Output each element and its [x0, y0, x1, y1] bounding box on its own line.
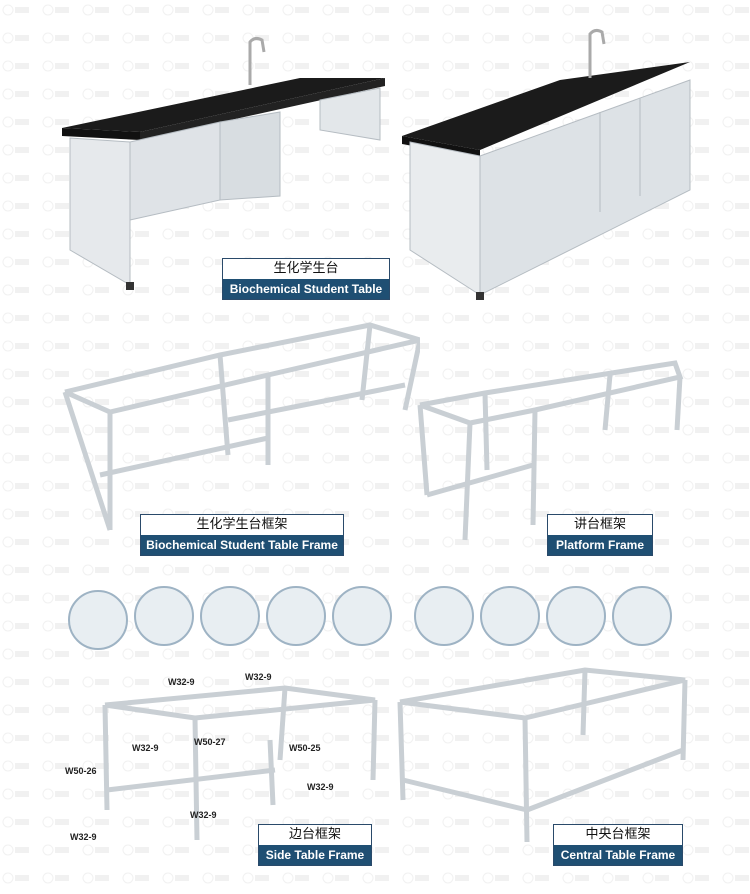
joint-detail-circle [134, 586, 194, 646]
joint-detail-circle [414, 586, 474, 646]
caption-biochemical-student-table: 生化学生台 Biochemical Student Table [222, 258, 390, 300]
caption-zh: 讲台框架 [573, 517, 626, 532]
side-frame-illustration [102, 685, 378, 841]
joint-detail-circle [332, 586, 392, 646]
dimension-label: W50-26 [65, 766, 97, 776]
caption-en: Platform Frame [548, 535, 652, 555]
caption-en: Side Table Frame [259, 845, 371, 865]
joint-detail-circle [68, 590, 128, 650]
central-frame-illustration [397, 667, 688, 843]
dimension-label: W50-25 [289, 743, 321, 753]
caption-platform-frame: 讲台框架 Platform Frame [547, 514, 653, 556]
dimension-label: W32-9 [132, 743, 159, 753]
dimension-label: W32-9 [245, 672, 272, 682]
biochemical-table-illustration [62, 28, 691, 300]
dimension-label: W32-9 [190, 810, 217, 820]
joint-detail-circle [480, 586, 540, 646]
caption-central-frame: 中央台框架 Central Table Frame [553, 824, 683, 866]
caption-zh: 中央台框架 [585, 827, 651, 842]
joint-detail-circle [200, 586, 260, 646]
caption-en: Biochemical Student Table [223, 279, 389, 299]
caption-zh: 生化学生台 [273, 261, 339, 276]
dimension-label: W32-9 [307, 782, 334, 792]
caption-side-frame: 边台框架 Side Table Frame [258, 824, 372, 866]
dimension-label: W32-9 [70, 832, 97, 842]
joint-detail-circle [266, 586, 326, 646]
caption-en: Central Table Frame [554, 845, 682, 865]
caption-zh: 生化学生台框架 [196, 517, 288, 532]
caption-en: Biochemical Student Table Frame [141, 535, 343, 555]
joint-detail-circle [546, 586, 606, 646]
caption-zh: 边台框架 [288, 827, 341, 842]
biochemical-frame-illustration [62, 322, 420, 531]
joint-detail-circle [612, 586, 672, 646]
caption-biochemical-frame: 生化学生台框架 Biochemical Student Table Frame [140, 514, 344, 556]
platform-frame-illustration [417, 360, 684, 541]
dimension-label: W32-9 [168, 677, 195, 687]
dimension-label: W50-27 [194, 737, 226, 747]
